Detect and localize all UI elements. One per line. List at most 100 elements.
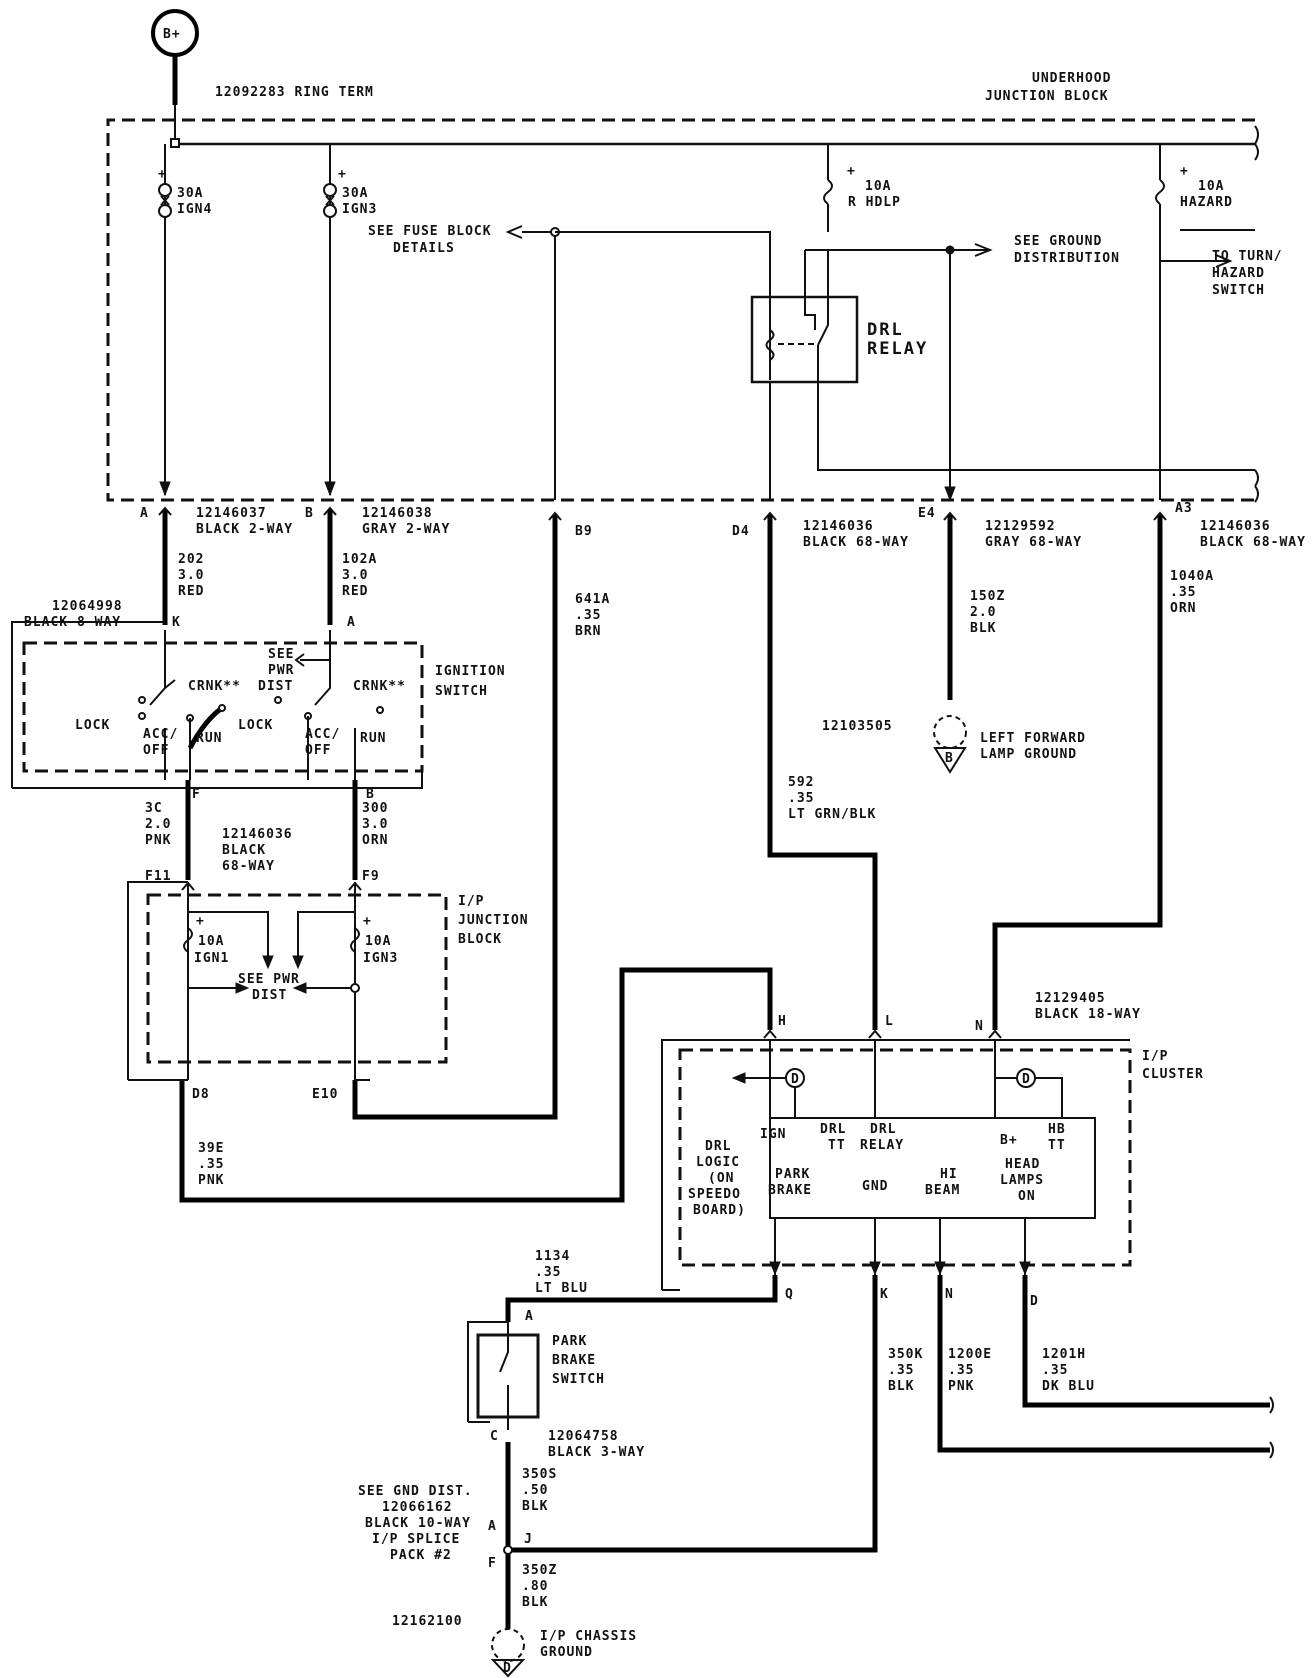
wire-label: 2.0 bbox=[970, 605, 996, 620]
ign-sw-desc: BLACK 8-WAY bbox=[24, 615, 121, 630]
wire-label: 3.0 bbox=[342, 568, 368, 583]
see-fuse-block-2: DETAILS bbox=[393, 241, 455, 256]
ign1-rating: 10A bbox=[198, 934, 224, 949]
ign-title-2: SWITCH bbox=[435, 684, 488, 699]
see-ground-distribution: SEE GROUND DISTRIBUTION bbox=[845, 234, 1119, 502]
ipjb-see-pwr-1: SEE PWR bbox=[238, 972, 300, 987]
wire-label: 202 bbox=[178, 552, 204, 567]
run-1: RUN bbox=[196, 731, 222, 746]
ign1-name: IGN1 bbox=[194, 951, 229, 966]
pin-n-bottom: N bbox=[945, 1287, 954, 1302]
battery-b-plus: B+ 12092283 RING TERM bbox=[151, 9, 374, 148]
underhood-junction-block: UNDERHOOD JUNCTION BLOCK bbox=[106, 71, 1259, 503]
chassis-label-2: GROUND bbox=[540, 1645, 593, 1660]
wire-label: .35 bbox=[1042, 1363, 1068, 1378]
wire-label: 39E bbox=[198, 1141, 224, 1156]
cluster-park-1: PARK bbox=[775, 1167, 810, 1182]
pbs-title-1: PARK bbox=[552, 1334, 587, 1349]
ip-cluster: 12129405 BLACK 18-WAY H L N I/P CLUSTER … bbox=[661, 991, 1204, 1309]
pbs-title-2: BRAKE bbox=[552, 1353, 596, 1368]
chassis-letter: D bbox=[503, 1661, 512, 1676]
fuse-ign3-rating: 30A bbox=[342, 186, 368, 201]
conn-a3-part: 12146036 bbox=[1200, 519, 1271, 534]
conn-a-desc: BLACK 2-WAY bbox=[196, 522, 293, 537]
plus-sign: + bbox=[196, 914, 205, 929]
wire-label: PNK bbox=[948, 1379, 974, 1394]
conn-d4-part: 12146036 bbox=[803, 519, 874, 534]
b-plus-label: B+ bbox=[163, 27, 181, 42]
lock-2: LOCK bbox=[238, 718, 273, 733]
ip-chassis-ground: 12162100 D I/P CHASSIS GROUND bbox=[392, 1614, 637, 1678]
ipjb-box bbox=[146, 893, 448, 1064]
underhood-title-2: JUNCTION BLOCK bbox=[985, 89, 1109, 104]
wire-label: 1200E bbox=[948, 1347, 992, 1362]
diode-letter-2: D bbox=[1022, 1072, 1031, 1087]
acc-off-2b: OFF bbox=[305, 743, 331, 758]
pbs-title-3: SWITCH bbox=[552, 1372, 605, 1387]
ring-term-label: 12092283 RING TERM bbox=[215, 85, 374, 100]
wires: 202 3.0 RED 102A 3.0 RED 641A .35 BRN 59… bbox=[145, 510, 1274, 1632]
fuse-hazard-rating: 10A bbox=[1198, 179, 1224, 194]
cluster-drl-tt-2: TT bbox=[828, 1138, 846, 1153]
crnk-1: CRNK** bbox=[188, 679, 241, 694]
cluster-head-3: ON bbox=[1018, 1189, 1036, 1204]
cluster-title-1: I/P bbox=[1142, 1049, 1168, 1064]
lfg-part: 12103505 bbox=[822, 719, 893, 734]
pin-f: F bbox=[192, 787, 201, 802]
see-fuse-block-details: SEE FUSE BLOCK DETAILS bbox=[368, 224, 771, 500]
pin-f11: F11 bbox=[145, 869, 171, 884]
cluster-hi-2: BEAM bbox=[925, 1183, 960, 1198]
wire-label: LT BLU bbox=[535, 1281, 588, 1296]
cluster-park-2: BRAKE bbox=[768, 1183, 812, 1198]
wire-label: DK BLU bbox=[1042, 1379, 1095, 1394]
acc-off-2a: ACC/ bbox=[305, 727, 340, 742]
pin-k: K bbox=[172, 615, 181, 630]
ipjb-title-2: JUNCTION bbox=[458, 913, 529, 928]
see-fuse-block-1: SEE FUSE BLOCK bbox=[368, 224, 492, 239]
cluster-drl-relay-1: DRL bbox=[870, 1122, 896, 1137]
see-ground-1: SEE GROUND bbox=[1014, 234, 1102, 249]
fuse-30a-ign3: + 30A IGN3 bbox=[323, 144, 377, 497]
park-brake-switch: A PARK BRAKE SWITCH C 12064758 BLACK 3-W… bbox=[467, 1309, 645, 1460]
wire-label: .80 bbox=[522, 1579, 548, 1594]
ignition-switch: 12064998 BLACK 8-WAY K A CRNK** LOCK ACC… bbox=[11, 599, 505, 802]
wire-label: PNK bbox=[145, 833, 171, 848]
ip-junction-block: 12146036 BLACK 68-WAY F11 F9 I/P JUNCTIO… bbox=[127, 827, 529, 1102]
wire-label: 1040A bbox=[1170, 569, 1214, 584]
acc-off-1a: ACC/ bbox=[143, 727, 178, 742]
fuse-10a-hazard: + 10A HAZARD TO TURN/ HAZARD SWITCH bbox=[1155, 144, 1282, 500]
cluster-title-2: CLUSTER bbox=[1142, 1067, 1204, 1082]
cluster-desc: BLACK 18-WAY bbox=[1035, 1007, 1141, 1022]
cluster-drl-tt-1: DRL bbox=[820, 1122, 846, 1137]
wire-label: BLK bbox=[970, 621, 996, 636]
ipjb-title-1: I/P bbox=[458, 894, 484, 909]
pin-f9: F9 bbox=[362, 869, 380, 884]
pbs-part: 12064758 bbox=[548, 1429, 619, 1444]
conn-a3-desc: BLACK 68-WAY bbox=[1200, 535, 1306, 550]
ipjb-title-3: BLOCK bbox=[458, 932, 502, 947]
fuse-ign3-name: IGN3 bbox=[342, 202, 377, 217]
wire-label: BLK bbox=[522, 1499, 548, 1514]
to-turn-2: HAZARD bbox=[1212, 266, 1265, 281]
splice-pin-a: A bbox=[488, 1519, 497, 1534]
splice-node bbox=[503, 1545, 513, 1555]
ipjb-ways: 68-WAY bbox=[222, 859, 275, 874]
cluster-head-2: LAMPS bbox=[1000, 1173, 1044, 1188]
cluster-logic-box bbox=[769, 1117, 1096, 1219]
diode-circle-icon bbox=[1016, 1068, 1036, 1088]
pbs-pin-a: A bbox=[525, 1309, 534, 1324]
diode-circle-icon bbox=[785, 1068, 805, 1088]
wire-label: 300 bbox=[362, 801, 388, 816]
wire-label: .50 bbox=[522, 1483, 548, 1498]
wire-1040a bbox=[992, 515, 1163, 1030]
wire-label: 2.0 bbox=[145, 817, 171, 832]
fuse-end bbox=[323, 183, 337, 197]
pbs-desc: BLACK 3-WAY bbox=[548, 1445, 645, 1460]
chassis-label-1: I/P CHASSIS bbox=[540, 1629, 637, 1644]
splice-1: SEE GND DIST. bbox=[358, 1484, 473, 1499]
wire-label: 350S bbox=[522, 1467, 557, 1482]
ign-sw-part: 12064998 bbox=[52, 599, 123, 614]
plus-sign: + bbox=[1180, 164, 1189, 179]
see-pwr-1c: DIST bbox=[258, 679, 293, 694]
